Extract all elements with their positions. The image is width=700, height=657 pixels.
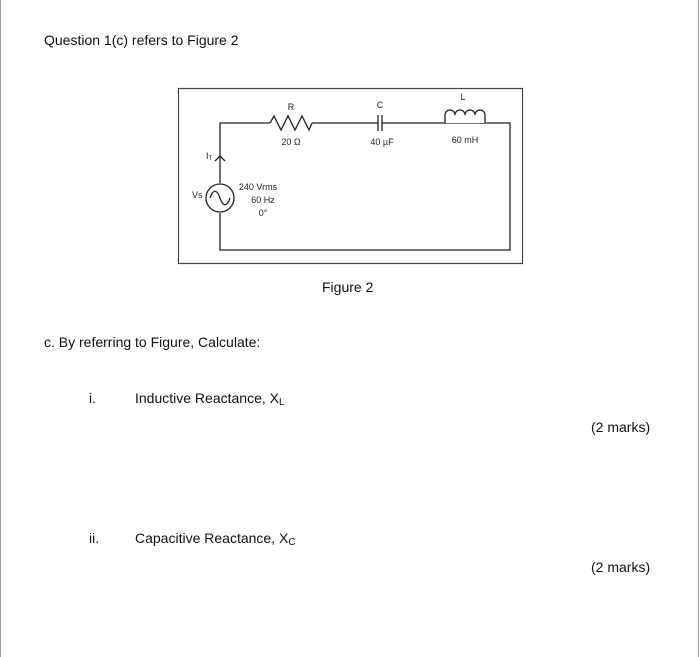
item-number: ii. <box>89 530 100 546</box>
sine-wave-icon <box>209 190 231 206</box>
inductor-label: L <box>460 92 465 102</box>
figure-caption: Figure 2 <box>322 279 374 295</box>
inductor-symbol <box>444 109 486 123</box>
capacitor-label: C <box>377 100 384 110</box>
item-marks: (2 marks) <box>591 559 651 575</box>
resistor-label: R <box>288 102 295 112</box>
page-edge-left <box>0 0 1 657</box>
current-arrow-icon <box>214 155 226 162</box>
source-phase: 0° <box>259 208 268 218</box>
current-label: IT <box>206 151 213 162</box>
resistor-value: 20 Ω <box>281 137 301 147</box>
question-heading: Question 1(c) refers to Figure 2 <box>44 32 239 48</box>
resistor-symbol <box>269 114 313 132</box>
source-voltage: 240 Vrms <box>239 182 278 192</box>
wire-left-top <box>219 122 270 183</box>
capacitor-symbol <box>377 115 383 131</box>
item-text: Capacitive Reactance, XC <box>135 530 296 548</box>
item-number: i. <box>89 390 96 406</box>
page-edge-right <box>698 0 699 657</box>
source-frequency: 60 Hz <box>251 195 275 205</box>
figure-frame <box>177 87 524 265</box>
item-text: Inductive Reactance, XL <box>135 390 285 408</box>
item-marks: (2 marks) <box>591 419 651 435</box>
source-label: Vs <box>192 190 203 200</box>
circuit-diagram: R 20 Ω C 40 µF L 60 mH IT Vs 240 Vrms 60… <box>177 87 524 265</box>
inductor-value: 60 mH <box>452 135 479 145</box>
part-c-instruction: c. By referring to Figure, Calculate: <box>44 334 261 350</box>
capacitor-value: 40 µF <box>370 137 394 147</box>
